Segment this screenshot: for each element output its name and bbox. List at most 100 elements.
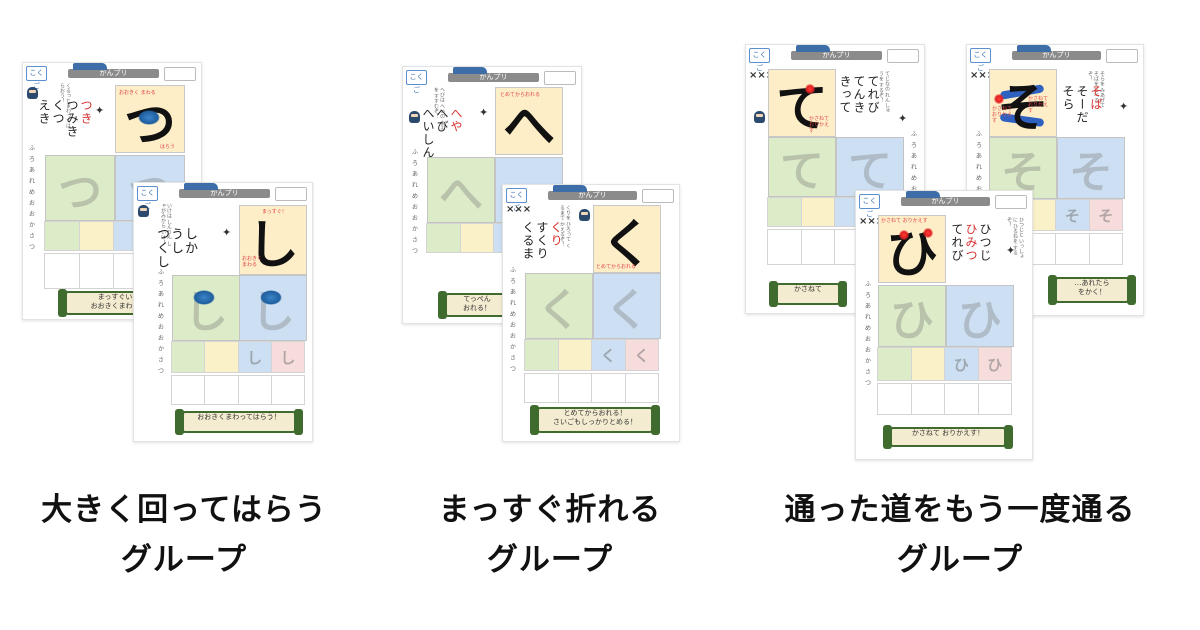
turn-point-marker: [994, 94, 1004, 104]
turn-point-marker: [805, 84, 815, 94]
stroke-note: かさねて おりかえす: [881, 218, 928, 224]
trace-cell: し: [239, 275, 307, 341]
word-3: きって: [838, 75, 852, 114]
word-3: へいしん: [421, 107, 435, 159]
kokugo-badge: こくご: [506, 188, 527, 212]
title-text: がんプリ: [1042, 51, 1071, 59]
name-box: [1106, 49, 1138, 63]
stroke-note: かさねて おりかえす: [809, 116, 830, 134]
model-character-cell: く とめてからおれる: [593, 205, 661, 275]
stroke-note: かさねて おりかえす: [1028, 96, 1049, 114]
title-text: がんプリ: [479, 73, 508, 81]
trace-character: く: [537, 285, 581, 336]
model-character-cell: つ おおきく まわる はらう: [115, 85, 185, 155]
name-box: [544, 71, 576, 85]
instruction-scroll: おおきくまわってはらう！: [175, 409, 303, 435]
title-band: がんプリ: [791, 51, 882, 60]
word-list: ひつじ ひみつ てれび: [950, 223, 992, 293]
trace-character: へ: [439, 169, 483, 220]
trace-character: そ: [1001, 147, 1045, 198]
ninja-icon: [409, 111, 420, 123]
kokugo-badge: こくご: [859, 194, 880, 218]
trace-cell: く: [593, 273, 661, 339]
shuriken-icon: ✦: [95, 104, 105, 117]
title-band: がんプリ: [179, 189, 270, 198]
cross-marks: ×××××: [859, 217, 901, 227]
kana-column: ふろあれめおおかさつ: [509, 267, 516, 373]
word-2: うし: [168, 227, 183, 255]
trace-cell: て: [768, 137, 836, 197]
word-1: ひつじ: [978, 223, 992, 262]
model-character: そ: [996, 78, 1049, 139]
trace-small: ひ: [953, 355, 969, 374]
word-2: ひみつ: [964, 223, 978, 262]
name-box: [164, 67, 196, 81]
instruction-text: いけは しんりん しゃがみから いけ！: [160, 203, 172, 247]
train-icon: [796, 45, 830, 52]
group-3-caption-line-2: グループ: [896, 542, 1024, 578]
model-character-cell: そ かさねて おりかえす かさねて おりかえす: [989, 69, 1057, 139]
turn-point-marker: [923, 228, 933, 238]
shuriken-icon: ✦: [222, 226, 232, 239]
trace-character: く: [605, 285, 649, 336]
cross-marks: ××××××: [970, 71, 1020, 81]
instruction-text: へびは へいの まえを すすむぞ！: [433, 87, 445, 131]
kokugo-badge: こくご: [406, 70, 427, 94]
trace-cell: そ: [989, 137, 1057, 199]
instruction-text: そらを みあげて そばを たべるぞ！: [1087, 71, 1105, 108]
trace-small: し: [247, 348, 263, 367]
worksheet-hi: こくご がんプリ ××××× ひ かさねて おりかえす ひつじと いっしょに ひ…: [855, 190, 1033, 460]
group-2-caption-line-1: まっすぐ折れる: [438, 492, 662, 528]
word-3: そら: [1061, 85, 1075, 111]
shuriken-icon: ✦: [1006, 244, 1016, 257]
word-3: つくし: [154, 227, 169, 269]
practice-grid: ひひ: [877, 347, 1012, 381]
shuriken-icon: ✦: [898, 112, 908, 125]
instruction-scroll: かさねて おりかえす！: [883, 425, 1013, 449]
stroke-note-side: かさねて おりかえす: [992, 106, 1013, 124]
instruction-text: ひつじと いっしょに ひるねを するぞ！: [1006, 217, 1024, 259]
kokugo-badge: こくご: [970, 48, 991, 72]
practice-grid: くく: [524, 339, 659, 371]
word-1: つき: [79, 99, 93, 125]
trace-cell: く: [525, 273, 593, 339]
train-icon: [553, 185, 587, 192]
title-text: がんプリ: [210, 189, 239, 197]
trace-small: そ: [1098, 206, 1114, 225]
ninja-icon: [754, 111, 765, 123]
title-band: がんプリ: [901, 197, 990, 206]
instruction-scroll: かさねて: [769, 281, 847, 307]
trace-cell: ひ: [946, 285, 1014, 347]
trace-character: つ: [58, 167, 102, 218]
title-band: がんプリ: [68, 69, 159, 78]
word-list: しか うし つくし: [154, 227, 197, 287]
word-list: くり すくり くるま: [521, 221, 563, 291]
ninja-icon: [579, 209, 590, 221]
instruction-scroll: とめてからおれる！ さいごもしっかりとめる！: [530, 405, 660, 435]
water-splash-icon: [138, 110, 160, 125]
model-character-cell: へ とめてからおれる: [495, 87, 563, 157]
stroke-note: とめてからおれる: [500, 92, 541, 98]
title-text: がんプリ: [578, 191, 607, 199]
group-2-caption-line-2: グループ: [486, 542, 614, 578]
instruction-scroll: てっぺん おれる！: [438, 291, 516, 319]
kana-column: ふろあれめおおかさつ: [28, 145, 35, 251]
train-icon: [906, 191, 940, 198]
word-3: てれび: [950, 223, 964, 262]
kokugo-badge: こくご: [749, 48, 770, 72]
word-1: そば: [1089, 85, 1103, 111]
model-character: く: [600, 214, 653, 275]
name-box: [275, 187, 307, 201]
model-character: し: [246, 215, 299, 276]
title-band: がんプリ: [548, 191, 637, 200]
train-icon: [453, 67, 487, 74]
word-3: くつ: [51, 99, 65, 125]
kokugo-badge: こくご: [26, 66, 47, 90]
practice-grid: [877, 383, 1012, 415]
model-character: ひ: [885, 224, 938, 285]
word-list: そば そーだ そら: [1061, 85, 1103, 155]
trace-character: ひ: [890, 295, 934, 346]
title-text: がんプリ: [99, 69, 128, 77]
title-text: がんプリ: [822, 51, 851, 59]
trace-character: て: [848, 146, 892, 197]
